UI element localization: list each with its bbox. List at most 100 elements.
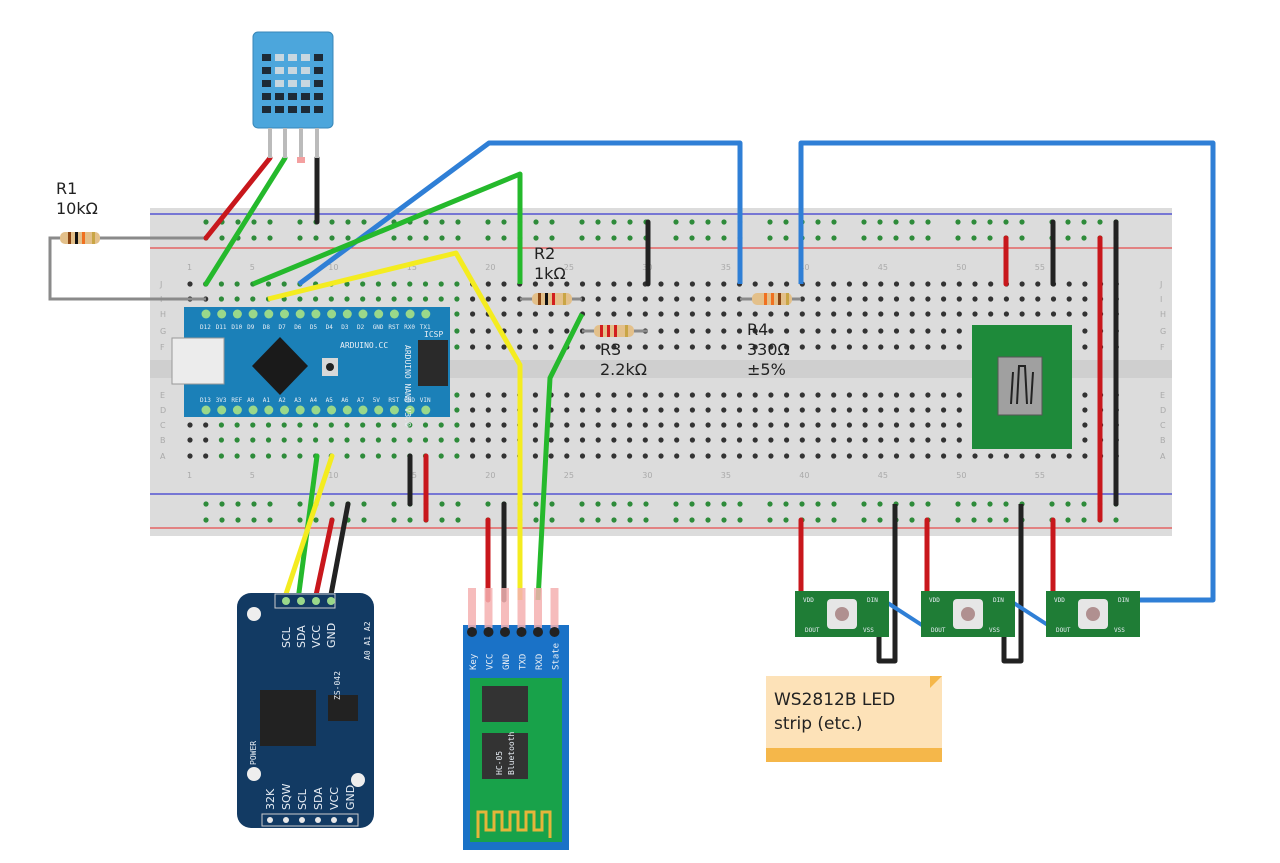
rail-hole: [987, 501, 993, 507]
breadboard-hole: [470, 453, 476, 459]
breadboard-hole: [234, 437, 240, 443]
nano-pin: [374, 405, 384, 415]
breadboard-hole: [721, 392, 727, 398]
rail-hole: [783, 517, 789, 523]
breadboard-hole: [799, 422, 805, 428]
breadboard-hole: [454, 344, 460, 350]
breadboard-hole: [1082, 407, 1088, 413]
breadboard-hole: [768, 407, 774, 413]
breadboard-hole: [470, 437, 476, 443]
nano-pin: [201, 309, 211, 319]
nano-pin-label: A6: [341, 397, 349, 404]
breadboard-hole: [752, 437, 758, 443]
rail-hole: [673, 219, 679, 225]
usb-breakout: [972, 325, 1072, 449]
nano-pin-label: A3: [294, 397, 302, 404]
hc05-pin: [484, 588, 493, 628]
breadboard-hole: [438, 422, 444, 428]
breadboard-hole: [501, 344, 507, 350]
breadboard-hole: [972, 453, 978, 459]
rail-hole: [533, 501, 539, 507]
breadboard-hole: [956, 281, 962, 287]
nano-pin-label: A5: [326, 397, 334, 404]
rail-hole: [1003, 517, 1009, 523]
wire-led1-vss: [876, 504, 898, 664]
rail-hole: [815, 219, 821, 225]
breadboard-hole: [721, 437, 727, 443]
breadboard-hole: [375, 422, 381, 428]
breadboard-hole: [642, 437, 648, 443]
breadboard-hole: [956, 311, 962, 317]
rtc-pin: [299, 817, 305, 823]
note-fold: [930, 676, 942, 688]
breadboard-hole: [815, 344, 821, 350]
breadboard-hole: [218, 422, 224, 428]
breadboard-hole: [815, 422, 821, 428]
breadboard-hole: [1066, 453, 1072, 459]
column-number: 40: [799, 263, 809, 272]
hc05-model: HC-05: [495, 751, 504, 775]
breadboard-hole: [548, 344, 554, 350]
breadboard-hole: [658, 311, 664, 317]
rtc-pin: [267, 817, 273, 823]
dht11-vent: [275, 93, 284, 100]
rail-hole: [909, 501, 915, 507]
rail-hole: [689, 517, 695, 523]
wire-rtc-vcc: [312, 517, 335, 603]
breadboard-hole: [658, 437, 664, 443]
breadboard-hole: [1082, 296, 1088, 302]
breadboard-hole: [564, 437, 570, 443]
rail-hole: [767, 219, 773, 225]
breadboard-hole: [846, 311, 853, 317]
breadboard-hole: [721, 344, 727, 350]
breadboard-hole: [579, 453, 586, 459]
rail-hole: [909, 219, 915, 225]
breadboard-hole: [815, 407, 821, 413]
row-label: B: [1160, 436, 1166, 445]
breadboard-hole: [375, 437, 381, 443]
breadboard-hole: [627, 407, 633, 413]
breadboard-hole: [831, 311, 837, 317]
breadboard-hole: [815, 392, 821, 398]
rail-hole: [831, 501, 837, 507]
breadboard-hole: [736, 407, 743, 413]
breadboard-hole: [627, 296, 633, 302]
breadboard-hole: [485, 407, 491, 413]
column-number: 40: [799, 471, 809, 480]
rail-hole: [987, 219, 993, 225]
breadboard-hole: [564, 281, 570, 287]
nano-pin: [295, 309, 305, 319]
breadboard-hole: [187, 453, 193, 459]
breadboard-hole: [689, 392, 696, 398]
rail-hole: [595, 219, 601, 225]
breadboard-hole: [941, 422, 947, 428]
rail-hole: [579, 517, 585, 523]
breadboard-hole: [391, 437, 397, 443]
breadboard-hole: [627, 392, 633, 398]
hc05-pin-hole: [467, 627, 477, 637]
breadboard-hole: [736, 453, 743, 459]
rtc-pin-label: GND: [344, 785, 357, 810]
breadboard-hole: [862, 453, 868, 459]
rail-hole: [877, 219, 883, 225]
nano-brand: ARDUINO.CC: [340, 341, 388, 350]
breadboard-hole: [470, 422, 476, 428]
row-label: F: [160, 343, 165, 352]
nano-pin: [374, 309, 384, 319]
rtc-power-label: POWER: [249, 741, 258, 765]
rail-hole: [251, 501, 257, 507]
breadboard-hole: [203, 437, 209, 443]
rtc-model: ZS-042: [333, 671, 342, 700]
breadboard-hole: [878, 311, 884, 317]
r1-name: R1: [56, 179, 77, 198]
hc05-chip-2: [482, 733, 528, 779]
wire-led2-vss: [1001, 504, 1024, 664]
breadboard-hole: [627, 281, 633, 287]
breadboard-hole: [501, 311, 507, 317]
rail-hole: [361, 501, 367, 507]
rail-hole: [267, 517, 273, 523]
breadboard-hole: [909, 328, 915, 334]
breadboard-hole: [768, 422, 774, 428]
